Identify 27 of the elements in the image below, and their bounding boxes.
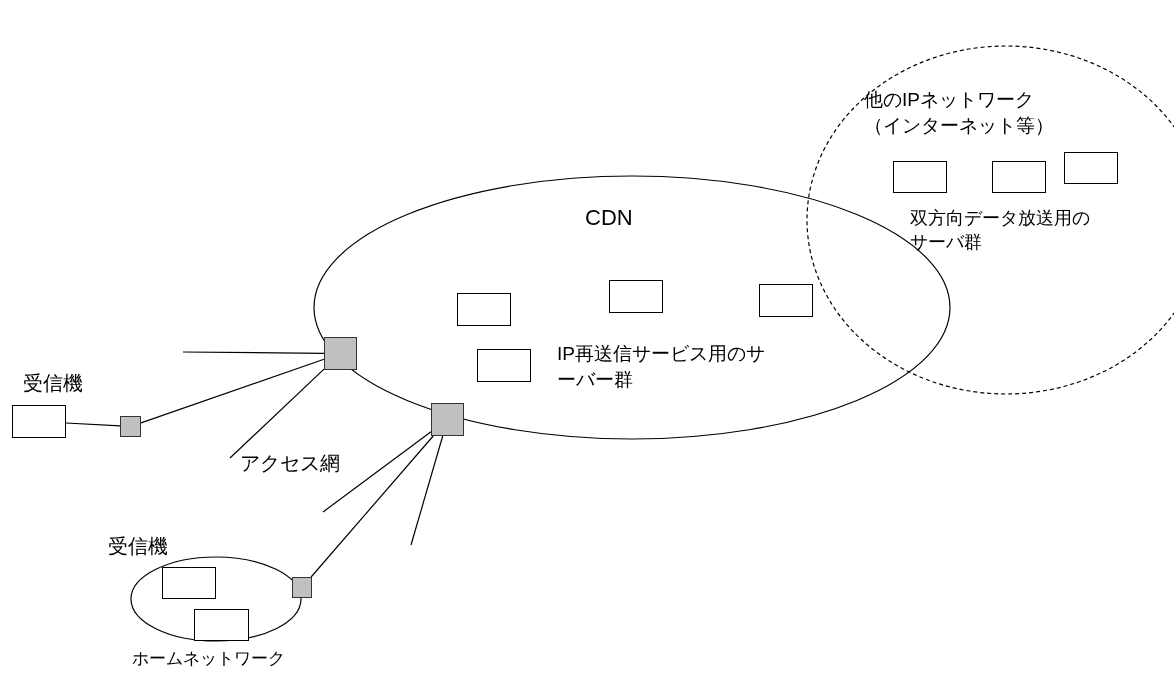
server-box [759,284,813,317]
connection-line [140,358,325,424]
server-box [162,567,216,599]
connection-line [322,431,432,513]
area-label: アクセス網 [240,451,341,476]
connection-line [182,351,325,354]
connection-line [310,435,434,578]
router-square [120,416,141,437]
network-label: 他のIPネットワーク（インターネット等） [864,88,1055,138]
caption-text: IP再送信サービス用のサーバー群 [557,342,766,392]
network-label: ホームネットワーク [132,648,286,670]
network-label: CDN [585,204,634,232]
connection-line [410,435,444,546]
server-box [457,293,511,326]
device-label: 受信機 [108,534,169,559]
caption-text: 双方向データ放送用のサーバ群 [910,207,1091,255]
server-box [893,161,947,193]
server-box [477,349,531,382]
server-box [1064,152,1118,184]
server-box [609,280,663,313]
connection-line [229,368,325,459]
router-square [292,577,312,598]
server-box [992,161,1046,193]
router-square [431,403,464,436]
connection-line [65,422,121,427]
device-label: 受信機 [23,371,84,396]
server-box [194,609,249,641]
